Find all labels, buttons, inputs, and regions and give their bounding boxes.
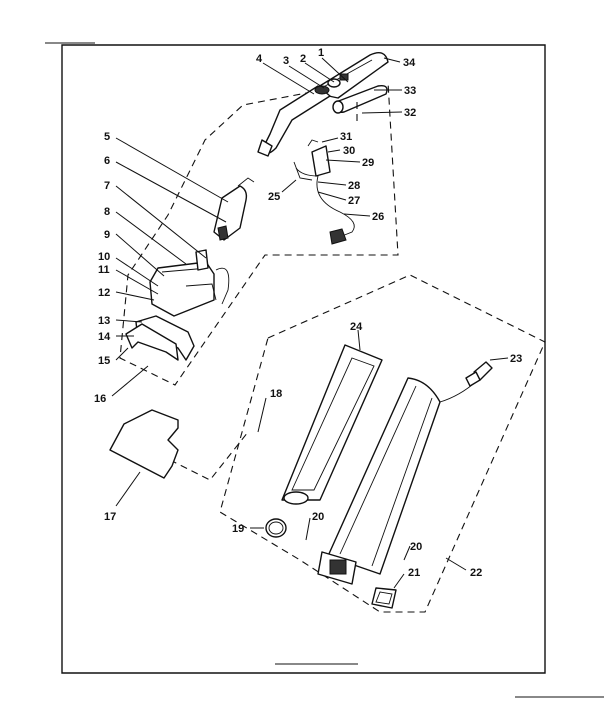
- callout-34: 34: [403, 57, 416, 69]
- handle-base: [213, 177, 255, 241]
- callout-18: 18: [270, 388, 282, 400]
- handle-tube: [257, 85, 331, 157]
- callout-2: 2: [300, 53, 306, 65]
- callout-4: 4: [256, 53, 263, 65]
- callout-21: 21: [408, 567, 420, 579]
- callout-11: 11: [98, 264, 110, 276]
- handle-sleeve: [332, 84, 388, 114]
- callout-27: 27: [348, 195, 360, 207]
- callout-22: 22: [470, 567, 482, 579]
- gasket: [371, 587, 397, 609]
- callout-26: 26: [372, 211, 384, 223]
- switch-parts: [314, 73, 349, 95]
- leader-lines: [111, 57, 509, 589]
- callout-3: 3: [283, 55, 289, 67]
- handle-assembly-boundary: [119, 81, 399, 386]
- callout-13: 13: [98, 315, 110, 327]
- callout-29: 29: [362, 157, 374, 169]
- motor-cover: [109, 409, 179, 479]
- ring: [265, 518, 287, 538]
- callout-20-left: 20: [312, 511, 324, 523]
- callout-16: 16: [94, 393, 106, 405]
- callout-9: 9: [104, 229, 110, 241]
- callout-32: 32: [404, 107, 416, 119]
- callout-28: 28: [348, 180, 360, 192]
- callout-23: 23: [510, 353, 522, 365]
- base-plate: [125, 315, 195, 361]
- cover-connector-line: [169, 431, 249, 481]
- callout-30: 30: [343, 145, 355, 157]
- callout-5: 5: [104, 131, 110, 143]
- callout-6: 6: [104, 155, 110, 167]
- callout-33: 33: [404, 85, 416, 97]
- callout-10: 10: [98, 251, 110, 263]
- callout-1: 1: [318, 47, 324, 59]
- diagram-frame: [61, 44, 546, 674]
- callout-31: 31: [340, 131, 352, 143]
- cord-assembly: [293, 139, 355, 245]
- bag-fitting: [317, 551, 357, 585]
- callout-14: 14: [98, 331, 111, 343]
- callout-7: 7: [104, 180, 110, 192]
- callout-12: 12: [98, 287, 110, 299]
- bag-assembly-boundary: [219, 274, 546, 613]
- callout-25: 25: [268, 191, 280, 203]
- callout-17: 17: [104, 511, 116, 523]
- callout-19: 19: [232, 523, 244, 535]
- callout-20-right: 20: [410, 541, 422, 553]
- callout-8: 8: [104, 206, 110, 218]
- callout-labels: 1 2 3 4 34 33 32 31 30 29 28 27 26 25 5 …: [94, 47, 522, 579]
- bag-hanger: [465, 361, 493, 387]
- callout-24: 24: [350, 321, 363, 333]
- callout-15: 15: [98, 355, 110, 367]
- motor-bracket: [149, 249, 230, 317]
- inner-bag: [281, 344, 383, 505]
